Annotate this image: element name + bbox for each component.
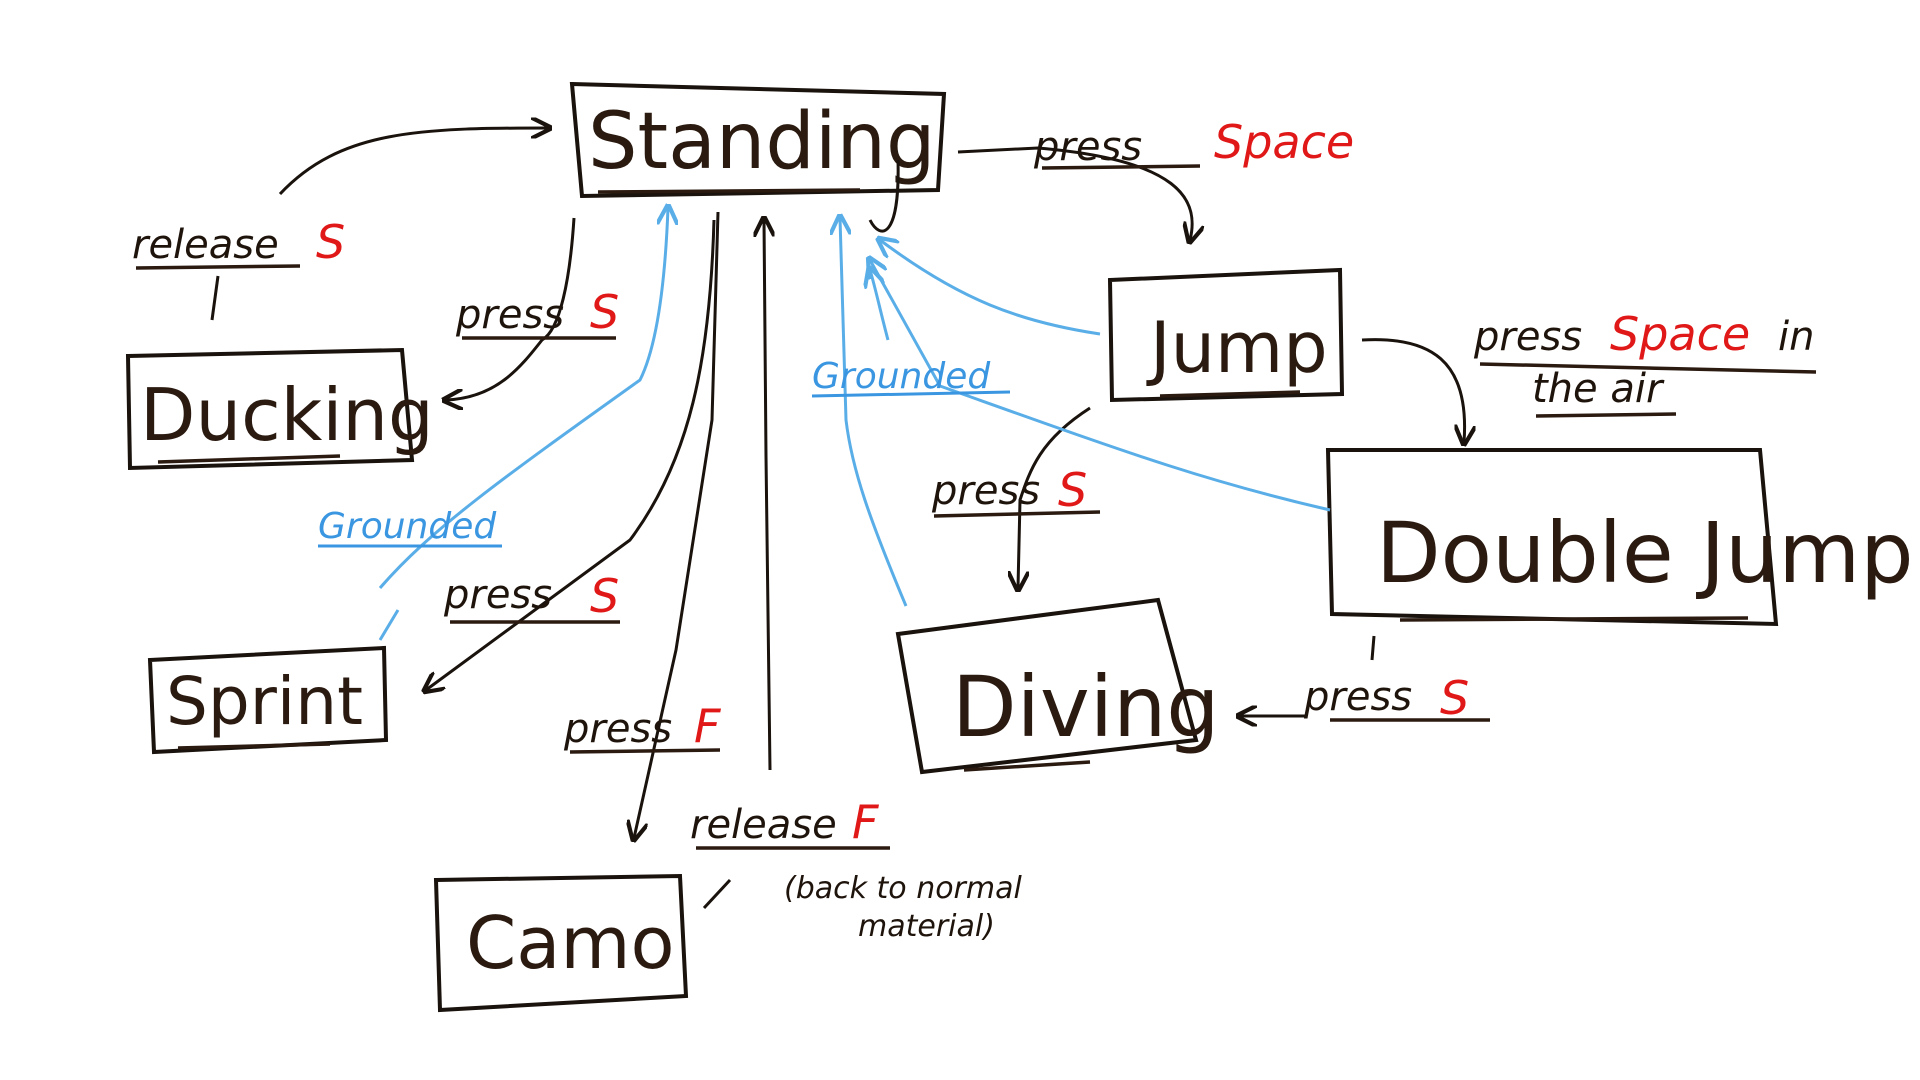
label-press-space-air-key: Space xyxy=(1610,307,1750,361)
label-grounded-left-text: Grounded xyxy=(318,506,497,547)
label-press-space-key: Space xyxy=(1214,115,1354,169)
arrow-grounded-jump xyxy=(880,240,1101,336)
state-sprint-label: Sprint xyxy=(166,663,363,740)
note-line-1: (back to normal xyxy=(784,871,1022,906)
label-press-space-air: press Space in the air xyxy=(1473,307,1817,418)
note-back-to-normal: (back to normal material) xyxy=(784,871,1022,944)
state-jump: Jump xyxy=(1107,267,1345,403)
note-line-2: material) xyxy=(858,909,995,944)
label-press-s-jump-key: S xyxy=(1058,463,1087,517)
state-camo: Camo xyxy=(433,873,689,1013)
label-press-space-air-suffix: in xyxy=(1778,314,1814,360)
state-double-jump: Double Jump xyxy=(1325,448,1914,627)
arrow-press-s-sprint xyxy=(426,219,716,690)
label-press-s-duck-key: S xyxy=(590,285,619,339)
state-ducking: Ducking xyxy=(125,347,434,471)
label-release-f: release F xyxy=(690,795,890,850)
label-press-s-double-verb: press xyxy=(1303,674,1412,720)
arrow-press-f xyxy=(634,211,720,838)
state-sprint: Sprint xyxy=(147,645,389,755)
arrow-release-f xyxy=(764,220,770,771)
label-press-s-sprint: press S xyxy=(443,569,620,624)
label-press-s-double-key: S xyxy=(1440,671,1469,725)
label-press-space: press Space xyxy=(1033,115,1354,170)
arrow-grounded-double xyxy=(870,260,1331,512)
label-grounded-right: Grounded xyxy=(811,356,1011,398)
label-release-f-key: F xyxy=(852,795,879,849)
state-jump-label: Jump xyxy=(1146,307,1328,389)
label-press-s-sprint-key: S xyxy=(590,569,619,623)
label-release-s-key: S xyxy=(316,215,345,269)
arrow-press-space-air xyxy=(1361,338,1465,442)
arrow-release-s xyxy=(278,128,548,196)
state-ducking-label: Ducking xyxy=(140,373,434,457)
arrow-release-f-tail xyxy=(702,878,732,910)
label-press-f: press F xyxy=(563,699,721,754)
label-press-s-duck-verb: press xyxy=(455,292,564,338)
arrow-release-s-tail xyxy=(210,275,220,321)
arrow-grounded-diving xyxy=(840,218,908,607)
label-press-s-double: press S xyxy=(1303,671,1490,725)
label-grounded-right-text: Grounded xyxy=(812,356,991,397)
label-press-s-sprint-verb: press xyxy=(443,572,552,618)
standing-g-hook xyxy=(868,159,900,233)
label-press-s-jump: press S xyxy=(931,463,1101,518)
arrow-press-space xyxy=(957,146,1192,240)
label-press-s-duck: press S xyxy=(455,285,619,340)
arrow-press-s-double-tail xyxy=(1370,635,1376,661)
state-diving: Diving xyxy=(895,597,1220,775)
state-standing-label: Standing xyxy=(588,97,935,187)
state-double-jump-label: Double Jump xyxy=(1376,504,1914,602)
state-diving-label: Diving xyxy=(952,658,1220,756)
label-release-f-verb: release xyxy=(690,802,837,848)
state-standing: Standing xyxy=(569,81,947,199)
arrow-press-s-jump xyxy=(1018,406,1091,588)
label-release-s: release S xyxy=(132,215,345,270)
arrow-grounded-sprint xyxy=(378,208,668,589)
label-press-f-verb: press xyxy=(563,706,672,752)
label-press-space-air-verb: press xyxy=(1473,314,1582,360)
arrow-grounded-sprint-tail xyxy=(378,609,400,641)
arrow-press-s-duck xyxy=(446,217,576,400)
label-press-space-air-line2: the air xyxy=(1532,366,1665,412)
label-press-s-jump-verb: press xyxy=(931,468,1040,514)
label-press-space-verb: press xyxy=(1033,124,1142,170)
arrow-grounded-short xyxy=(870,270,890,341)
label-grounded-left: Grounded xyxy=(318,506,502,548)
state-camo-label: Camo xyxy=(466,901,675,985)
label-release-s-verb: release xyxy=(132,222,279,268)
label-press-f-key: F xyxy=(694,699,721,753)
